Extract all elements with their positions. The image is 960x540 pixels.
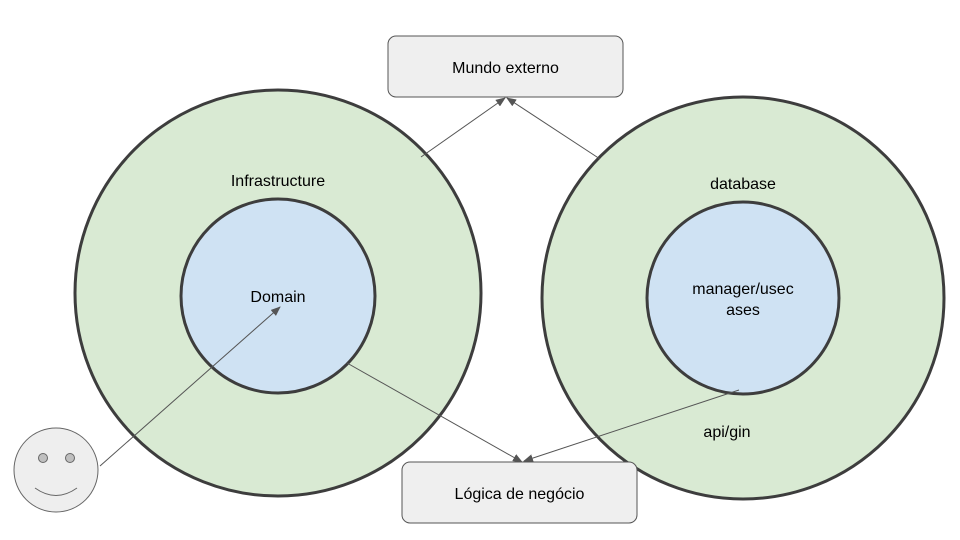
database-label: database [710, 176, 776, 193]
domain-label: Domain [250, 289, 305, 306]
external-world-label: Mundo externo [452, 60, 559, 77]
business-logic-label: Lógica de negócio [455, 486, 585, 503]
user-smile [34, 487, 78, 496]
user-left-eye [38, 453, 48, 463]
external-world-box [387, 35, 624, 98]
connectors [99, 97, 740, 467]
user-smiley-icon [13, 427, 99, 513]
user-right-eye [65, 453, 75, 463]
right-layer-group: database manager/usec ases api/gin [540, 95, 946, 501]
domain-circle [179, 197, 377, 395]
api-gin-label: api/gin [703, 424, 750, 441]
arrow-database-to-external [506, 97, 601, 160]
usecases-label-line2: ases [726, 302, 760, 319]
external-box-group: Mundo externo [387, 35, 624, 98]
user-face [13, 427, 99, 513]
arrow-infrastructure-to-external [420, 97, 506, 158]
left-layer-group: Infrastructure Domain [73, 88, 483, 498]
arrow-usecases-to-business-logic [523, 389, 740, 462]
arrow-domain-to-business-logic [346, 362, 523, 463]
usecases-circle [645, 200, 841, 396]
business-logic-box-group: Lógica de negócio [401, 461, 638, 524]
infrastructure-label: Infrastructure [231, 173, 325, 190]
usecases-label-line1: manager/usec [692, 281, 793, 298]
arrow-user-to-domain [99, 306, 281, 467]
